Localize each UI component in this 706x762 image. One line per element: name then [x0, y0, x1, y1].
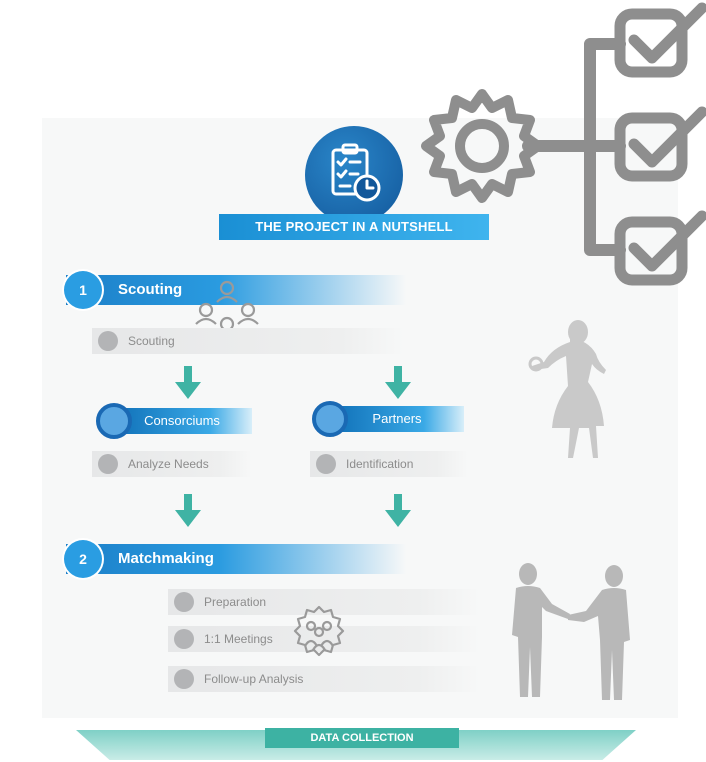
- analyze-needs-label: Analyze Needs: [128, 457, 209, 471]
- follow-up-label: Follow-up Analysis: [204, 672, 304, 686]
- consorciums-bar: Consorciums: [112, 408, 252, 434]
- page-title: THE PROJECT IN A NUTSHELL: [219, 214, 489, 240]
- checkbox-icon: [614, 106, 706, 182]
- step-1-number: 1: [64, 271, 102, 309]
- bullet-dot: [98, 454, 118, 474]
- scouting-row-label: Scouting: [128, 334, 175, 348]
- down-arrow-icon: [175, 366, 201, 399]
- gear-icon: [421, 89, 543, 203]
- step-2-number: 2: [64, 540, 102, 578]
- analyze-needs-row: Analyze Needs: [92, 451, 252, 477]
- down-arrow-icon: [385, 494, 411, 527]
- bullet-dot: [174, 629, 194, 649]
- group-gear-icon: [293, 605, 345, 657]
- bullet-dot: [174, 669, 194, 689]
- checklist-clock-icon: [305, 126, 403, 224]
- checkbox-icon: [614, 2, 706, 78]
- follow-up-row: Follow-up Analysis: [168, 666, 480, 692]
- scouting-row: Scouting: [92, 328, 404, 354]
- bullet-dot: [98, 331, 118, 351]
- down-arrow-icon: [175, 494, 201, 527]
- bullet-dot: [174, 592, 194, 612]
- meetings-label: 1:1 Meetings: [204, 632, 273, 646]
- bullet-dot: [316, 454, 336, 474]
- team-icon: [195, 280, 259, 339]
- handshake-icon: [512, 563, 630, 700]
- identification-row: Identification: [310, 451, 468, 477]
- woman-magnifier-icon: [528, 320, 606, 458]
- partners-bullet: [312, 401, 348, 437]
- identification-label: Identification: [346, 457, 414, 471]
- gear-checklist-graphic: [421, 2, 706, 286]
- preparation-label: Preparation: [204, 595, 267, 609]
- tree-connector: [522, 38, 626, 256]
- data-collection-label: DATA COLLECTION: [265, 728, 459, 748]
- partners-bar: Partners: [330, 406, 464, 432]
- checkbox-icon: [614, 210, 706, 286]
- step-2-bar: Matchmaking: [66, 544, 406, 574]
- consorciums-bullet: [96, 403, 132, 439]
- down-arrow-icon: [385, 366, 411, 399]
